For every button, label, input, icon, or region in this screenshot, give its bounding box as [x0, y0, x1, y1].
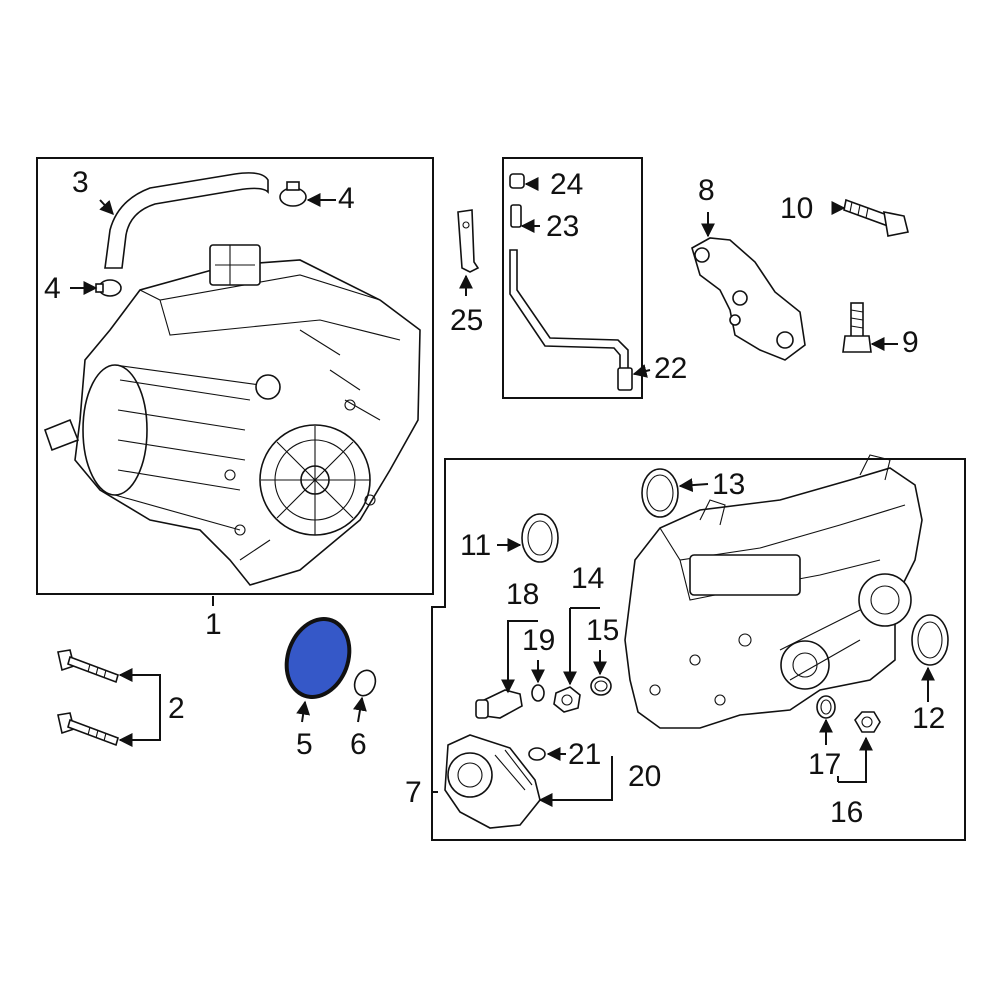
transmission-housing-part[interactable]: [624, 454, 923, 729]
bolt-part-upper[interactable]: [57, 649, 119, 684]
seal-part-13[interactable]: [641, 468, 679, 518]
bolt-part-9[interactable]: [842, 302, 872, 353]
cap-part-24[interactable]: [509, 173, 525, 189]
callout-3: 3: [72, 166, 89, 199]
bracket-part-25[interactable]: [457, 209, 480, 273]
o-ring-part-19[interactable]: [531, 684, 545, 702]
callout-23: 23: [546, 210, 579, 243]
o-ring-part-6[interactable]: [351, 667, 379, 698]
o-ring-part-15[interactable]: [590, 676, 612, 696]
leader-lines: [70, 177, 935, 807]
callout-7: 7: [405, 776, 422, 809]
callout-5: 5: [296, 728, 313, 761]
callout-25: 25: [450, 304, 483, 337]
transmission-assembly-box: [431, 458, 966, 841]
callout-14: 14: [571, 562, 604, 595]
clamp-part-top[interactable]: [279, 181, 307, 207]
callout-12: 12: [912, 702, 945, 735]
actuator-part-20[interactable]: [444, 734, 541, 829]
o-ring-part-17[interactable]: [816, 695, 836, 719]
callout-18: 18: [506, 578, 539, 611]
callout-8: 8: [698, 174, 715, 207]
callout-17: 17: [808, 748, 841, 781]
callout-6: 6: [350, 728, 367, 761]
callout-10: 10: [780, 192, 813, 225]
callout-9: 9: [902, 326, 919, 359]
motor-assembly-box: [36, 157, 434, 595]
callout-11: 11: [460, 529, 491, 562]
pin-part-23[interactable]: [510, 204, 522, 228]
callout-1: 1: [205, 608, 222, 641]
callout-24: 24: [550, 168, 583, 201]
callout-21: 21: [568, 738, 601, 771]
callout-4-top: 4: [338, 182, 355, 215]
mount-bracket-part-8[interactable]: [691, 237, 806, 361]
hose-part[interactable]: [104, 172, 269, 269]
callout-2: 2: [168, 692, 185, 725]
pipe-part-22[interactable]: [509, 249, 633, 391]
clamp-part-left[interactable]: [95, 279, 122, 297]
callout-20: 20: [628, 760, 661, 793]
pipe-kit-box: [502, 157, 643, 399]
callout-13: 13: [712, 468, 745, 501]
callout-16: 16: [830, 796, 863, 829]
callout-19: 19: [522, 624, 555, 657]
callout-15: 15: [586, 614, 619, 647]
gasket-part-highlighted[interactable]: [274, 608, 363, 709]
sensor-part-18[interactable]: [475, 689, 523, 719]
plug-part-16[interactable]: [854, 711, 881, 733]
electric-motor-part[interactable]: [43, 244, 421, 586]
bolt-part-14[interactable]: [553, 686, 581, 713]
bolt-part-10[interactable]: [843, 198, 909, 237]
callout-4-left: 4: [44, 272, 61, 305]
callout-22: 22: [654, 352, 687, 385]
o-ring-part-21[interactable]: [528, 747, 546, 761]
bolt-part-lower[interactable]: [57, 712, 119, 747]
